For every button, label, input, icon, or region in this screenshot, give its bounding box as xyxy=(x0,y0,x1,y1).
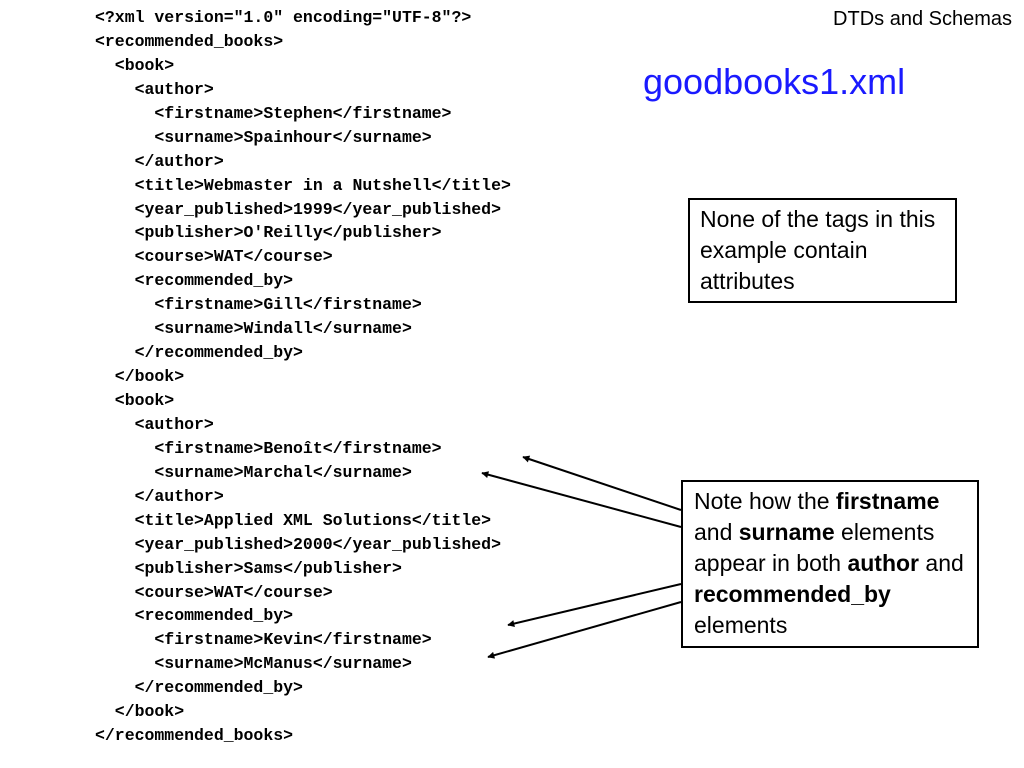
code-line: </author> xyxy=(95,151,224,171)
code-line: <firstname>Stephen</firstname> xyxy=(95,103,452,123)
arrow-to-author-surname xyxy=(481,471,682,528)
code-line: <?xml version="1.0" encoding="UTF-8"?> xyxy=(95,8,472,27)
code-line: <surname>Marchal</surname> xyxy=(95,462,412,482)
code-line: <surname>Spainhour</surname> xyxy=(95,127,432,147)
code-line: <title>Applied XML Solutions</title> xyxy=(95,510,492,530)
code-line: <recommended_by> xyxy=(95,271,294,291)
note-term-firstname: firstname xyxy=(835,488,940,514)
header-label: DTDs and Schemas xyxy=(833,8,1012,30)
code-line: </book> xyxy=(95,702,185,722)
note-term-recommended-by: recommended_by xyxy=(694,581,891,607)
arrow-to-author-firstname xyxy=(522,455,682,511)
elements-note-callout: Note how the firstname and surname eleme… xyxy=(681,480,979,648)
code-line: <publisher>Sams</publisher> xyxy=(95,558,402,578)
code-line: </author> xyxy=(95,486,224,506)
code-line: <surname>Windall</surname> xyxy=(95,319,412,339)
code-line: </book> xyxy=(95,367,185,387)
code-line: <surname>McManus</surname> xyxy=(95,654,412,674)
note-text-4: and xyxy=(919,550,964,576)
code-line: </recommended_books> xyxy=(95,726,294,746)
note-text-3: elements appear in both xyxy=(694,519,935,576)
arrow-to-recommended-surname xyxy=(487,601,682,659)
code-line: <author> xyxy=(95,414,214,434)
code-line: </recommended_by> xyxy=(95,678,303,698)
xml-code-block: <?xml version="1.0" encoding="UTF-8"?> <r… xyxy=(95,6,511,748)
note-term-author: author xyxy=(847,550,920,576)
code-line: <recommended_by> xyxy=(95,606,294,626)
code-line: <author> xyxy=(95,79,214,99)
slide-title: goodbooks1.xml xyxy=(643,61,906,102)
code-line: <course>WAT</course> xyxy=(95,247,333,267)
code-line: <title>Webmaster in a Nutshell</title> xyxy=(95,175,511,195)
attributes-callout: None of the tags in this example contain… xyxy=(688,198,957,303)
code-line: <publisher>O'Reilly</publisher> xyxy=(95,223,442,243)
note-term-surname: surname xyxy=(738,519,835,545)
note-text-1: Note how the xyxy=(694,488,836,514)
code-line: <year_published>2000</year_published> xyxy=(95,534,501,554)
code-line: </recommended_by> xyxy=(95,343,303,363)
note-text-2: and xyxy=(694,519,739,545)
code-line: <course>WAT</course> xyxy=(95,582,333,602)
code-line: <firstname>Benoît</firstname> xyxy=(95,438,442,458)
code-line: <recommended_books> xyxy=(95,31,284,51)
note-text-5: elements xyxy=(694,612,788,638)
attributes-callout-text: None of the tags in this example contain… xyxy=(700,206,936,294)
code-line: <firstname>Kevin</firstname> xyxy=(95,630,432,650)
arrow-to-recommended-firstname xyxy=(507,583,682,627)
code-line: <year_published>1999</year_published> xyxy=(95,199,501,219)
code-line: <book> xyxy=(95,55,175,75)
code-line: <firstname>Gill</firstname> xyxy=(95,295,422,315)
code-line: <book> xyxy=(95,391,175,410)
